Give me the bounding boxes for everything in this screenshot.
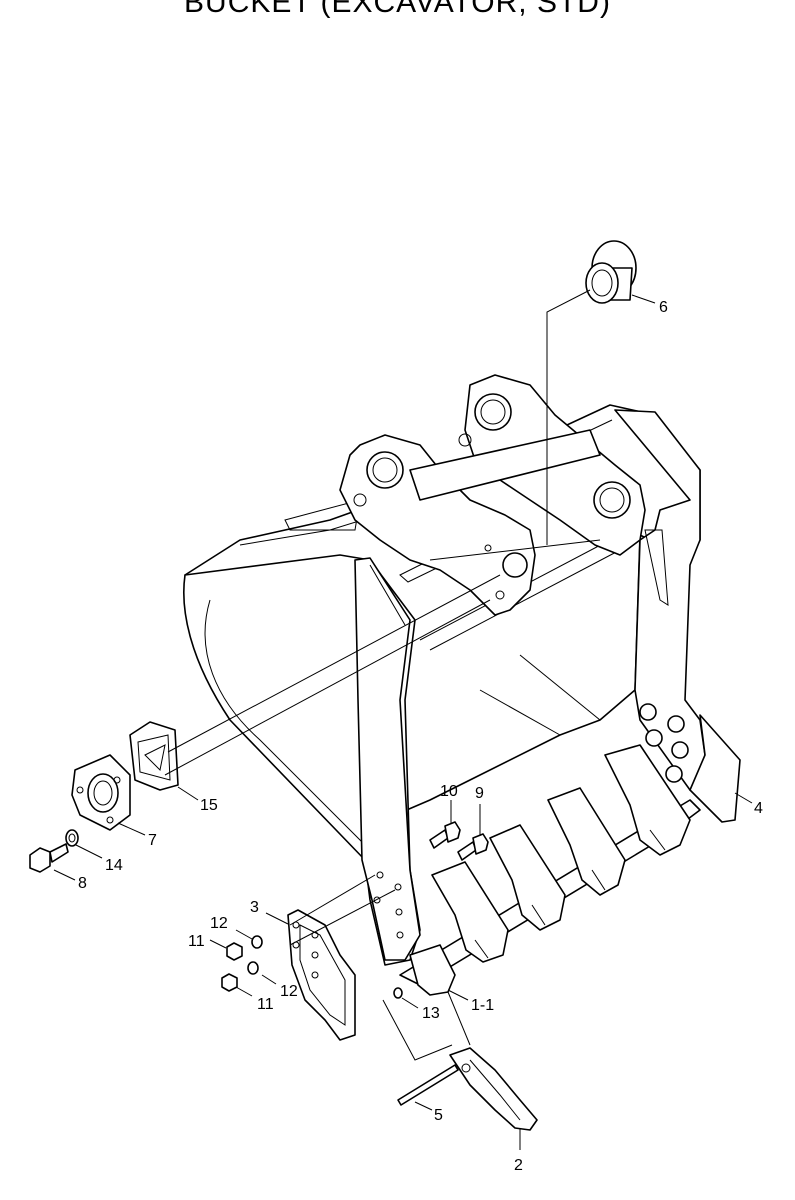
bolt-9 xyxy=(457,833,489,861)
washer-12 xyxy=(247,935,263,975)
tooth xyxy=(547,787,626,896)
tooth-point xyxy=(449,1047,538,1131)
callout-2: 2 xyxy=(514,1157,523,1174)
callout-labels: 6 4 15 7 14 8 10 9 3 12 11 12 11 13 1-1 … xyxy=(78,299,763,1174)
side-shroud-plate xyxy=(287,909,356,1041)
callout-15: 15 xyxy=(200,797,218,814)
pin xyxy=(397,1064,459,1106)
callout-5: 5 xyxy=(434,1107,443,1124)
callout-6: 6 xyxy=(659,299,668,316)
bolt xyxy=(29,843,69,873)
callout-11-bottom: 11 xyxy=(257,996,274,1013)
bolt-10 xyxy=(429,821,461,849)
callout-7: 7 xyxy=(148,832,157,849)
callout-13: 13 xyxy=(422,1005,440,1022)
tooth xyxy=(604,744,691,856)
tooth xyxy=(489,824,566,931)
side-plate-bolts xyxy=(631,703,689,783)
hinge-brackets xyxy=(339,374,646,616)
callout-12-top: 12 xyxy=(210,915,228,932)
shim-plate xyxy=(129,721,179,791)
callout-11-top: 11 xyxy=(188,933,205,950)
callout-8: 8 xyxy=(78,875,87,892)
bucket-teeth xyxy=(409,744,691,996)
diagram-title: BUCKET (EXCAVATOR, STD) xyxy=(184,0,611,19)
nut-11 xyxy=(221,942,243,992)
callout-1-1: 1-1 xyxy=(471,997,494,1014)
callout-14: 14 xyxy=(105,857,123,874)
bushing xyxy=(585,240,637,304)
retainer-plate xyxy=(71,754,131,831)
callout-12-bottom: 12 xyxy=(280,983,298,1000)
callout-10: 10 xyxy=(440,783,458,800)
callout-3: 3 xyxy=(250,899,259,916)
callout-9: 9 xyxy=(475,785,484,802)
leader-lines xyxy=(53,289,753,1150)
side-cutter xyxy=(689,714,741,823)
callout-4: 4 xyxy=(754,800,763,817)
tooth xyxy=(431,861,509,963)
left-side-plate xyxy=(183,554,421,966)
washer xyxy=(65,829,79,847)
lock-washer xyxy=(393,987,403,999)
